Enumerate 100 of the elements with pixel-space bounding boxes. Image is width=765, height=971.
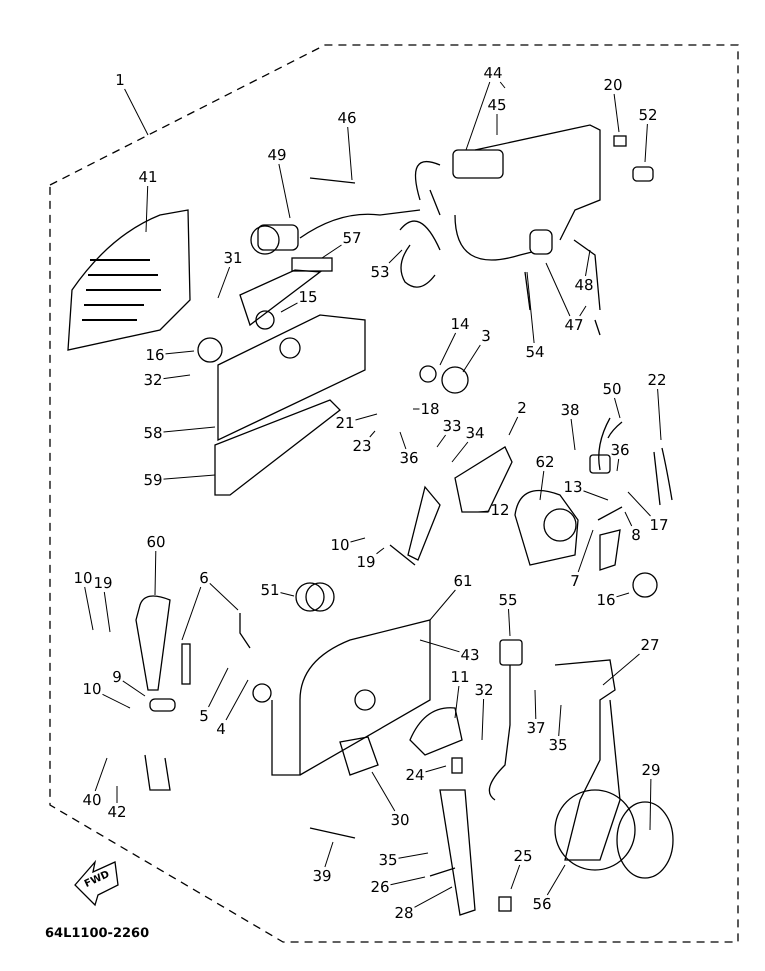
callout-number: 51 [260,582,280,598]
leader-line [102,694,130,708]
callout-number: 26 [370,879,390,895]
leader-line [526,272,535,344]
leader-line [104,592,110,632]
leader-line [508,416,518,436]
callout-number: 38 [560,402,580,418]
fwd-label: FWD [82,868,112,890]
callout-number: 19 [356,554,376,570]
leader-line [496,114,498,136]
callout-number: 50 [602,381,622,397]
leader-line [122,680,146,696]
leader-line [510,864,520,890]
callout-number: 25 [513,848,533,864]
part-number: 64L1100-2260 [45,926,150,941]
callout-number: 45 [487,97,507,113]
leader-line [146,186,148,232]
leader-line [350,538,366,542]
leader-line [182,586,202,640]
callout-number: 61 [453,573,473,589]
leader-line [94,758,108,792]
leader-line [583,490,608,500]
callout-number: 57 [342,230,362,246]
leader-line [508,608,510,636]
leader-line [226,680,248,720]
leader-line [644,124,648,162]
leader-line [466,82,490,150]
callout-number: 43 [460,647,480,663]
leader-line [414,886,452,908]
leader-line [534,690,536,720]
leader-line [614,94,620,132]
callout-number: 42 [107,804,127,820]
callout-number: 28 [394,905,414,921]
leader-line [376,548,384,554]
leader-line [436,434,446,448]
callout-number: 12 [490,502,510,518]
callout-number: 10 [73,570,93,586]
callout-number: 32 [474,682,494,698]
leader-line [616,458,620,472]
leader-line [209,582,238,610]
callout-number: 39 [312,868,332,884]
callout-number: 56 [532,896,552,912]
callout-number: 16 [145,347,165,363]
callout-number: 37 [526,720,546,736]
leader-line [430,590,456,620]
leader-line [218,266,230,298]
leader-line [425,766,446,772]
leader-line [478,510,490,512]
callout-number: 53 [370,264,390,280]
leader-line [154,550,156,596]
leader-line [355,414,378,420]
leader-line [116,786,118,804]
leader-line [280,592,294,596]
callout-number: 7 [570,573,580,589]
callout-number: 3 [481,328,491,344]
callout-number: 4 [216,721,226,737]
leader-line [614,398,620,418]
leader-line [540,470,544,500]
callout-number: 5 [199,708,209,724]
leader-line [570,418,576,450]
leader-line [412,408,420,410]
leader-line [650,778,652,830]
callout-number: 17 [649,517,669,533]
callout-number: 10 [330,537,350,553]
callout-number: 58 [143,425,163,441]
leader-line [578,530,594,572]
callout-number: 46 [337,110,357,126]
leader-line [546,262,570,316]
callout-number: 52 [638,107,658,123]
leader-line [124,88,148,136]
leader-line [440,332,456,366]
leader-line [420,640,460,652]
callout-number: 19 [93,575,113,591]
callout-number: 60 [146,534,166,550]
callout-number: 40 [82,792,102,808]
leader-line [84,586,94,630]
leader-line [324,842,334,868]
callout-number: 36 [399,450,419,466]
leader-line [280,302,298,312]
callout-number: 15 [298,289,318,305]
callout-number: 24 [405,767,425,783]
callout-number: 30 [390,812,410,828]
callout-number: 35 [548,737,568,753]
callout-number: 32 [143,372,163,388]
leader-line [452,442,468,462]
callout-number: 10 [82,681,102,697]
callout-number: 62 [535,454,555,470]
callout-number: 20 [603,77,623,93]
callout-number: 21 [335,415,355,431]
leader-line [163,474,216,480]
callout-number: 44 [483,65,503,81]
leader-line [208,668,228,708]
leader-line [585,250,590,276]
leader-line [278,164,290,218]
callout-number: 49 [267,147,287,163]
callout-number: 6 [199,570,209,586]
leader-line [163,374,190,380]
leader-line [390,876,426,886]
leader-line [462,344,481,372]
leader-line [602,654,640,686]
